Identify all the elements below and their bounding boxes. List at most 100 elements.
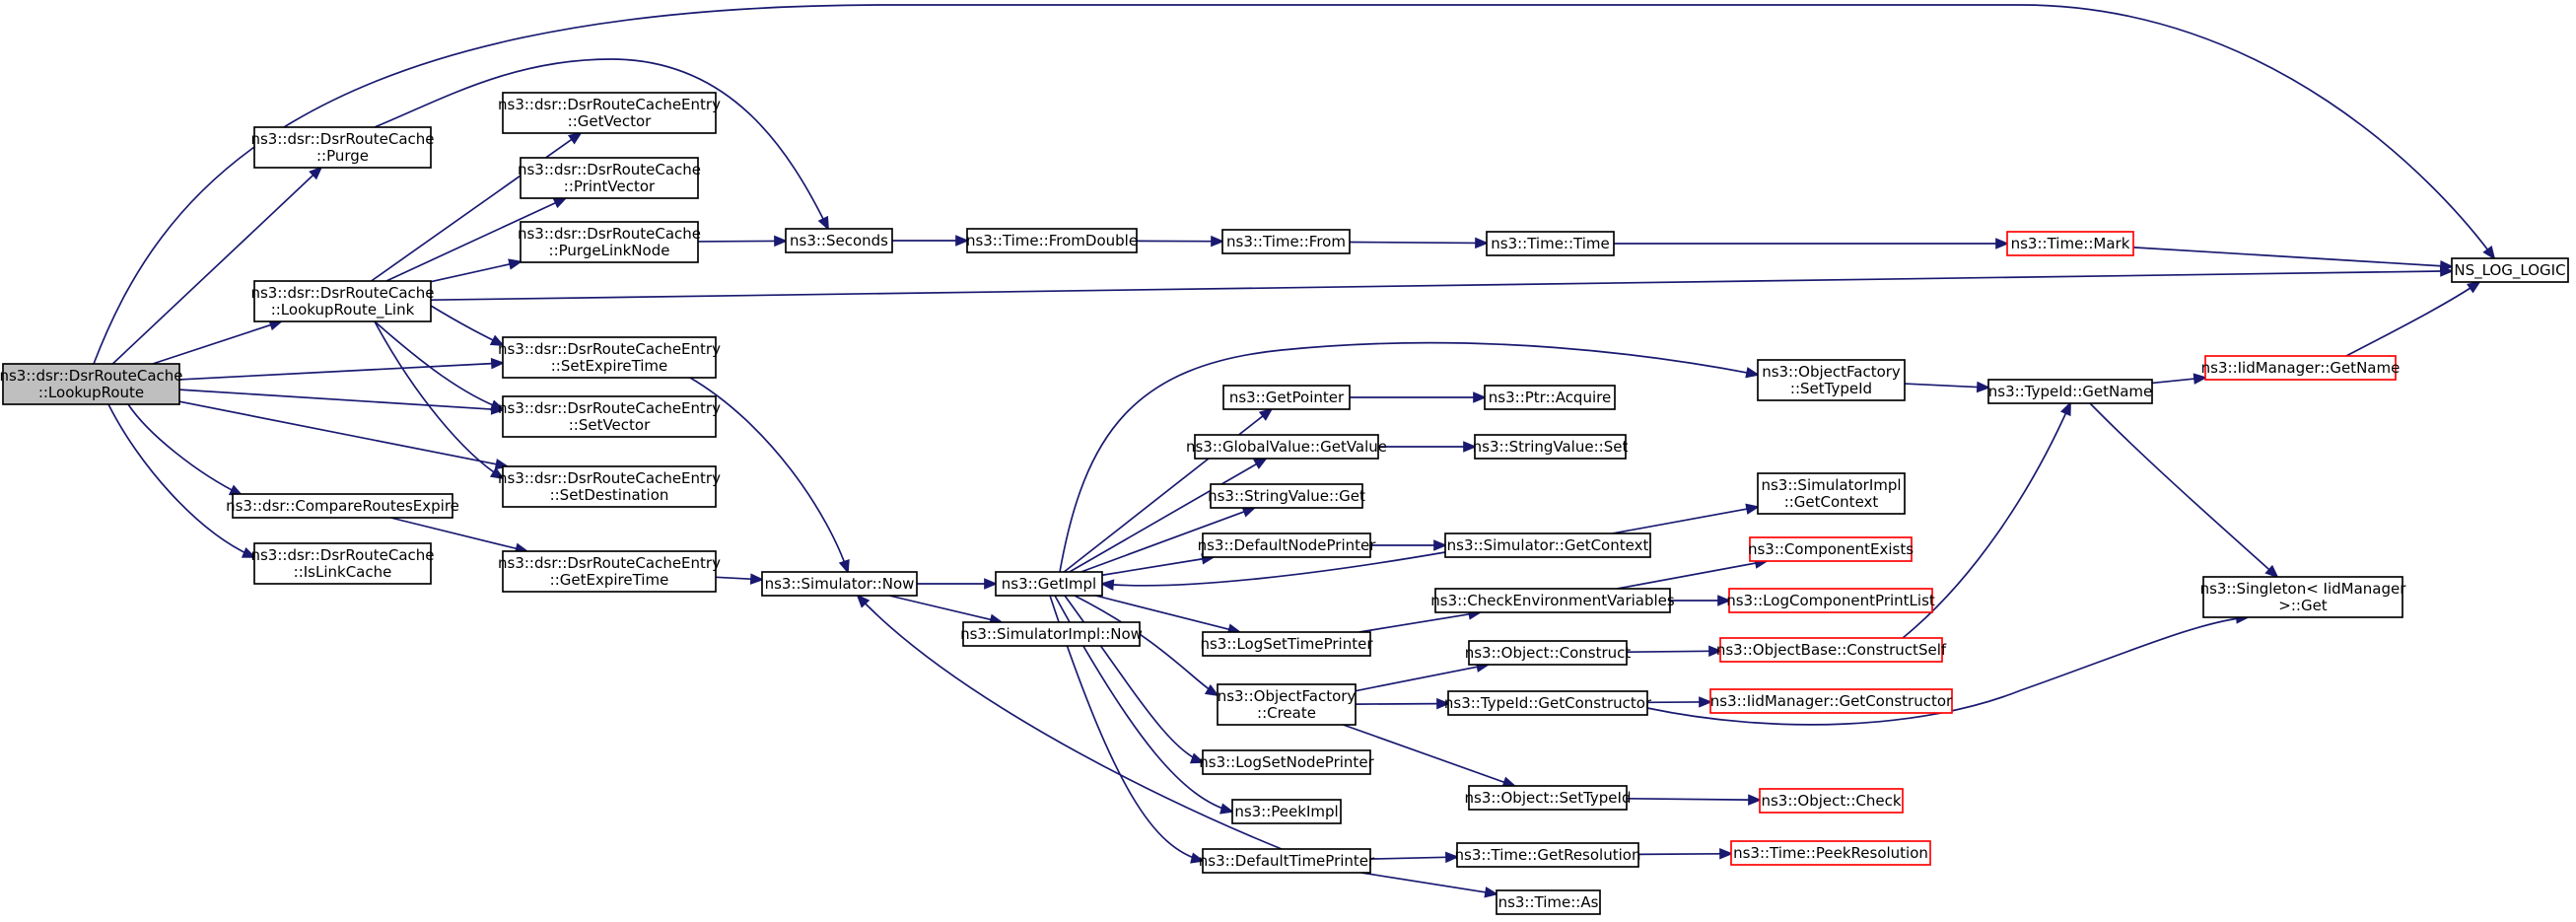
node-lookuproute_link-label-1: ::LookupRoute_Link	[271, 301, 415, 319]
edge-lookuproute-to-nslog-arrowhead	[2482, 246, 2496, 260]
node-nslog-label-0: NS_LOG_LOGIC	[2454, 261, 2565, 280]
node-simimplnow[interactable]: ns3::SimulatorImpl::Now	[960, 621, 1143, 647]
node-timeas[interactable]: ns3::Time::As	[1496, 889, 1601, 915]
node-getpointer[interactable]: ns3::GetPointer	[1222, 385, 1351, 410]
node-svget[interactable]: ns3::StringValue::Get	[1208, 483, 1365, 509]
node-checkenv[interactable]: ns3::CheckEnvironmentVariables	[1430, 588, 1675, 613]
node-ofcreate[interactable]: ns3::ObjectFactory::Create	[1217, 683, 1357, 726]
edge-typeidgetname-to-iidgetname	[2151, 378, 2195, 385]
node-svset[interactable]: ns3::StringValue::Set	[1473, 434, 1629, 460]
node-iidgetname-box	[2204, 355, 2397, 381]
node-islinkcache[interactable]: ns3::dsr::DsrRouteCache::IsLinkCache	[250, 542, 435, 585]
node-lookuproute[interactable]: ns3::dsr::DsrRouteCache::LookupRoute	[0, 363, 183, 405]
node-logsettimeprinter-label-0: ns3::LogSetTimePrinter	[1200, 635, 1373, 653]
node-setexpiretime-box	[502, 336, 717, 379]
node-defnodeprinter[interactable]: ns3::DefaultNodePrinter	[1198, 532, 1377, 558]
node-peekimpl[interactable]: ns3::PeekImpl	[1231, 799, 1342, 824]
edge-simnow-to-simimplnow	[888, 595, 992, 621]
node-singletonget[interactable]: ns3::Singleton< IidManager >::Get	[2200, 576, 2407, 618]
node-printvector-box	[520, 157, 699, 199]
node-setexpiretime-label-0: ns3::dsr::DsrRouteCacheEntry	[498, 340, 721, 358]
node-typeidgetctor[interactable]: ns3::TypeId::GetConstructor	[1444, 690, 1652, 716]
node-iidgetctor[interactable]: ns3::IidManager::GetConstructor	[1709, 688, 1953, 714]
node-timemark[interactable]: ns3::Time::Mark	[2006, 231, 2134, 256]
node-fromdouble-box	[966, 228, 1138, 253]
node-simimplnow-box	[962, 621, 1141, 647]
edge-timemark-to-nslog	[2132, 247, 2442, 267]
edge-lookuproute_link-to-setvector	[374, 320, 504, 410]
node-printvector[interactable]: ns3::dsr::DsrRouteCache::PrintVector	[518, 157, 701, 199]
node-setexpiretime[interactable]: ns3::dsr::DsrRouteCacheEntry::SetExpireT…	[498, 336, 721, 379]
edge-getimpl-to-peekimpl	[1054, 595, 1233, 813]
node-objconstruct-label-0: ns3::Object::Construct	[1465, 644, 1632, 662]
node-purgelinknode[interactable]: ns3::dsr::DsrRouteCache::PurgeLinkNode	[518, 221, 701, 263]
node-simnow-label-0: ns3::Simulator::Now	[765, 575, 915, 593]
node-simnow[interactable]: ns3::Simulator::Now	[761, 571, 918, 597]
node-nslog[interactable]: NS_LOG_LOGIC	[2451, 257, 2569, 283]
node-timegetres-box	[1456, 842, 1639, 868]
node-getvector[interactable]: ns3::dsr::DsrRouteCacheEntry::GetVector	[498, 92, 721, 134]
node-logsettimeprinter[interactable]: ns3::LogSetTimePrinter	[1200, 631, 1373, 657]
node-timepeekres[interactable]: ns3::Time::PeekResolution	[1730, 840, 1931, 866]
node-lookuproute_link[interactable]: ns3::dsr::DsrRouteCache::LookupRoute_Lin…	[250, 280, 435, 322]
node-timetime[interactable]: ns3::Time::Time	[1486, 231, 1615, 256]
edge-checkenv-to-compexists	[1616, 562, 1757, 590]
node-peekimpl-label-0: ns3::PeekImpl	[1234, 803, 1338, 820]
node-objsettypeid[interactable]: ns3::Object::SetTypeId	[1465, 785, 1632, 811]
node-purge[interactable]: ns3::dsr::DsrRouteCache::Purge	[250, 126, 435, 169]
node-setvector[interactable]: ns3::dsr::DsrRouteCacheEntry::SetVector	[498, 395, 721, 438]
node-logcompprint[interactable]: ns3::LogComponentPrintList	[1726, 588, 1935, 613]
edge-getimpl-to-getpointer-arrowhead	[1258, 407, 1274, 421]
edge-typeidgetname-to-singletonget-arrowhead	[2264, 564, 2279, 579]
node-deftimeprinter-label-0: ns3::DefaultTimePrinter	[1199, 852, 1375, 870]
node-compareroutesexpire[interactable]: ns3::dsr::CompareRoutesExpire	[226, 493, 459, 519]
node-ofsettypeid[interactable]: ns3::ObjectFactory::SetTypeId	[1757, 359, 1906, 401]
edge-deftimeprinter-to-timegetres-arrowhead	[1445, 851, 1460, 864]
node-compexists[interactable]: ns3::ComponentExists	[1748, 536, 1914, 562]
node-objcheck[interactable]: ns3::Object::Check	[1759, 788, 1904, 814]
node-gvget[interactable]: ns3::GlobalValue::GetValue	[1186, 434, 1387, 460]
edge-lookuproute_link-to-setexpiretime-arrowhead	[489, 334, 505, 346]
node-simimplgetcontext-box	[1757, 472, 1906, 515]
node-islinkcache-box	[253, 542, 432, 585]
node-typeidgetname[interactable]: ns3::TypeId::GetName	[1987, 379, 2153, 404]
node-seconds[interactable]: ns3::Seconds	[785, 228, 893, 253]
node-getvector-label-1: ::GetVector	[568, 112, 652, 130]
node-timepeekres-box	[1730, 840, 1931, 866]
node-ofcreate-label-1: ::Create	[1257, 704, 1316, 722]
node-purgelinknode-label-0: ns3::dsr::DsrRouteCache	[518, 225, 701, 243]
node-getimpl[interactable]: ns3::GetImpl	[995, 571, 1103, 597]
edge-getimpl-to-logsettimeprinter	[1095, 595, 1230, 631]
node-compexists-box	[1749, 536, 1913, 562]
node-timegetres[interactable]: ns3::Time::GetResolution	[1455, 842, 1641, 868]
node-peekimpl-box	[1231, 799, 1342, 824]
node-setdestination[interactable]: ns3::dsr::DsrRouteCacheEntry::SetDestina…	[498, 465, 721, 508]
node-ptracquire-box	[1484, 385, 1616, 410]
edge-compareroutesexpire-to-getexpiretime	[390, 517, 518, 550]
node-logsetnodeprinter-label-0: ns3::LogSetNodePrinter	[1199, 753, 1374, 771]
node-simgetcontext-label-0: ns3::Simulator::GetContext	[1447, 536, 1649, 554]
node-simimplgetcontext[interactable]: ns3::SimulatorImpl::GetContext	[1757, 472, 1906, 515]
node-objconstruct[interactable]: ns3::Object::Construct	[1465, 640, 1632, 666]
node-lookuproute-label-0: ns3::dsr::DsrRouteCache	[0, 367, 183, 385]
edge-ofcreate-to-objsettypeid	[1343, 724, 1505, 784]
edge-lookuproute_link-to-nslog	[430, 270, 2442, 302]
node-objbaseconstruct-label-0: ns3::ObjectBase::ConstructSelf	[1716, 641, 1947, 659]
edge-objsettypeid-to-objcheck	[1626, 798, 1750, 801]
edge-lookuproute-to-setdestination	[178, 400, 497, 465]
node-simgetcontext[interactable]: ns3::Simulator::GetContext	[1444, 532, 1651, 558]
node-logsetnodeprinter[interactable]: ns3::LogSetNodePrinter	[1199, 749, 1375, 775]
node-ptracquire[interactable]: ns3::Ptr::Acquire	[1484, 385, 1616, 410]
node-fromdouble[interactable]: ns3::Time::FromDouble	[966, 228, 1138, 253]
node-simgetcontext-box	[1444, 532, 1651, 558]
edge-simgetcontext-to-getimpl	[1101, 551, 1446, 587]
node-objbaseconstruct[interactable]: ns3::ObjectBase::ConstructSelf	[1716, 637, 1947, 663]
node-getexpiretime[interactable]: ns3::dsr::DsrRouteCacheEntry::GetExpireT…	[498, 550, 721, 593]
node-ptracquire-label-0: ns3::Ptr::Acquire	[1489, 389, 1611, 406]
node-deftimeprinter[interactable]: ns3::DefaultTimePrinter	[1199, 848, 1375, 874]
edge-lookuproute-to-setexpiretime	[178, 362, 493, 381]
node-lookuproute-label-1: ::LookupRoute	[38, 384, 144, 401]
node-checkenv-label-0: ns3::CheckEnvironmentVariables	[1430, 592, 1675, 609]
node-timefrom[interactable]: ns3::Time::From	[1221, 229, 1351, 254]
node-iidgetname[interactable]: ns3::IidManager::GetName	[2201, 355, 2401, 381]
